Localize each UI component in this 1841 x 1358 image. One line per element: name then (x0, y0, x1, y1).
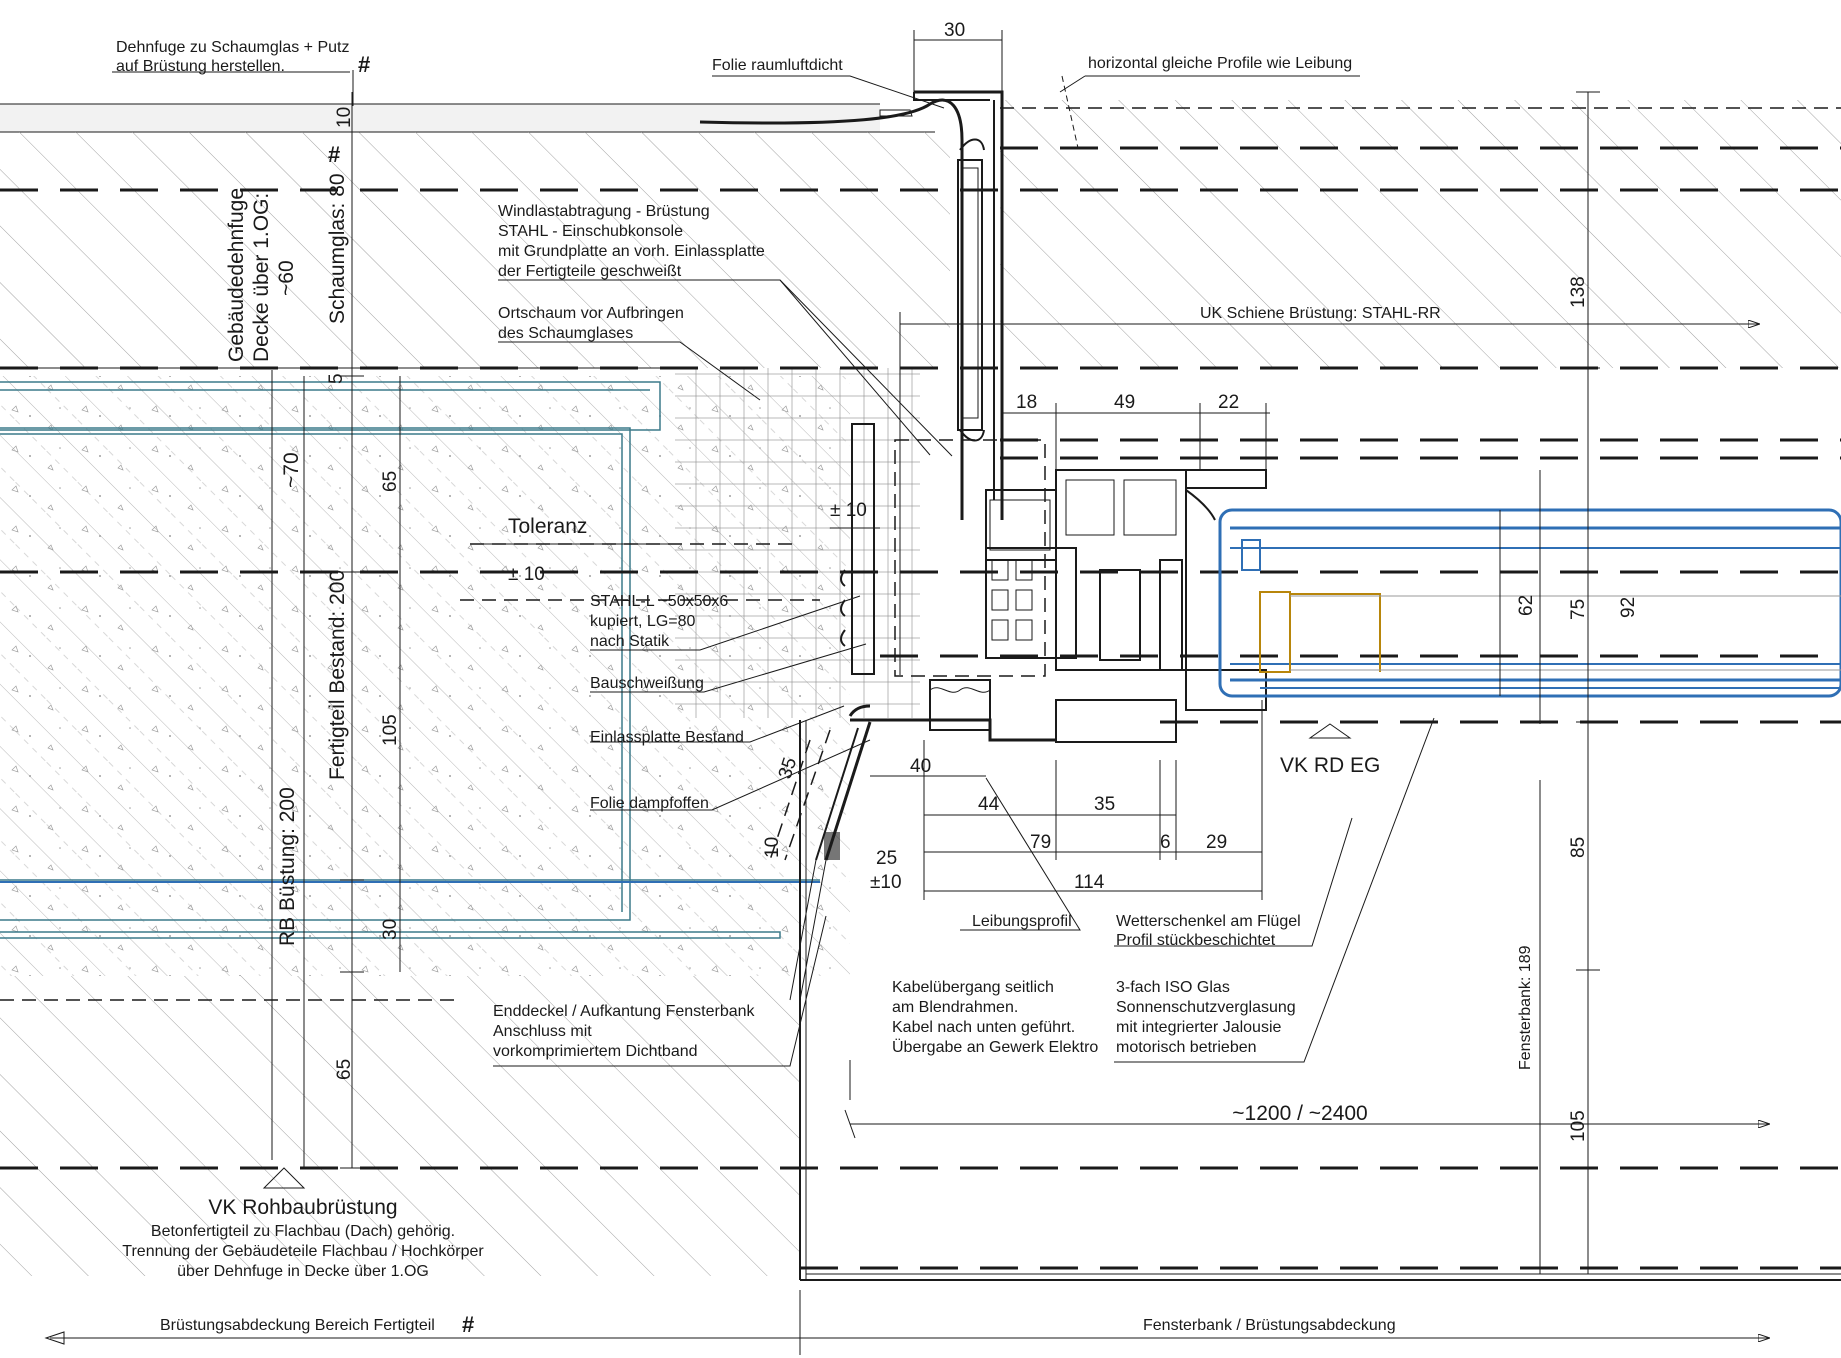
leader-lines (112, 71, 1435, 1100)
dim-62: 62 (1516, 595, 1537, 616)
dim-40: 40 (910, 756, 931, 777)
in-situ-foam (675, 368, 920, 718)
vertical-annotations: Gebäudedehnfuge Decke über 1.OG: ~60 Sch… (225, 173, 1534, 1070)
label-wetterschenkel-2: Profil stückbeschichtet (1116, 932, 1276, 949)
vlabel-gebaeude-1: Gebäudedehnfuge (225, 188, 248, 362)
label-uk-schiene: UK Schiene Brüstung: STAHL-RR (1200, 305, 1441, 322)
dim-tol-10-c: ±10 (870, 872, 902, 893)
label-ortschaum-1: Ortschaum vor Aufbringen (498, 305, 684, 322)
dim-44: 44 (978, 794, 1000, 815)
dim-79: 79 (1030, 832, 1051, 853)
hash-marker-bottom: # (462, 1312, 474, 1337)
vlabel-rb-buestung: RB Büstung: 200 (276, 787, 299, 946)
dim-30-top: 30 (944, 20, 965, 41)
dim-92: 92 (1618, 597, 1639, 618)
label-windlast-4: der Fertigteile geschweißt (498, 263, 682, 280)
label-beton-1: Betonfertigteil zu Flachbau (Dach) gehör… (151, 1223, 455, 1240)
label-dehnfuge-1: Dehnfuge zu Schaumglas + Putz (116, 39, 349, 56)
dim-105-a: 105 (380, 714, 401, 746)
label-stahl-l-1: STAHL-L ~50x50x6 (590, 593, 728, 610)
dimension-values: 30 10 5 65 105 30 65 18 49 22 138 62 75 … (326, 20, 1639, 1142)
dim-35: 35 (1094, 794, 1115, 815)
label-glas-1: 3-fach ISO Glas (1116, 979, 1230, 996)
label-fensterbank-abdeckung: Fensterbank / Brüstungsabdeckung (1143, 1317, 1396, 1334)
vlabel-gebaeude-2: Decke über 1.OG: (250, 193, 273, 362)
plaster-layer (0, 103, 935, 133)
dim-5: 5 (326, 373, 347, 384)
label-vk-rohbau: VK Rohbaubrüstung (208, 1196, 397, 1219)
reference-dash-lines (0, 107, 1841, 1270)
sill-upstand (769, 721, 872, 1001)
label-glas-2: Sonnenschutzverglasung (1116, 999, 1296, 1016)
label-kabel-4: Übergabe an Gewerk Elektro (892, 1038, 1098, 1056)
dim-22: 22 (1218, 392, 1239, 413)
hash-marker-top: # (358, 52, 370, 77)
lower-hatched-area (0, 976, 800, 1276)
blind-slats (1259, 591, 1381, 673)
dim-30-b: 30 (380, 919, 401, 940)
dim-105-b: 105 (1568, 1110, 1589, 1142)
label-dehnfuge-2: auf Brüstung herstellen. (116, 58, 285, 75)
dim-49: 49 (1114, 392, 1135, 413)
dim-6: 6 (1160, 832, 1171, 853)
label-stahl-l-2: kupiert, LG=80 (590, 613, 696, 630)
label-leibungsprofil: Leibungsprofil (972, 913, 1072, 930)
steel-bracket (840, 312, 1046, 677)
insulation-lines (0, 381, 820, 939)
triple-glazing (1218, 508, 1841, 698)
label-vk-rd-eg: VK RD EG (1280, 754, 1380, 777)
label-windlast-2: STAHL - Einschubkonsole (498, 223, 683, 240)
label-bauschweissung: Bauschweißung (590, 675, 704, 692)
label-span: ~1200 / ~2400 (1232, 1102, 1367, 1125)
label-enddeckel-2: Anschluss mit (493, 1023, 592, 1040)
hash-marker-mid: # (328, 142, 340, 167)
dim-85: 85 (1568, 837, 1589, 858)
label-folie-dampfoffen: Folie dampfoffen (590, 795, 709, 812)
dim-10-top: 10 (334, 107, 355, 128)
facade-profile (699, 90, 1004, 520)
label-stahl-l-3: nach Statik (590, 633, 670, 650)
vlabel-approx70: ~70 (280, 452, 303, 488)
label-enddeckel-1: Enddeckel / Aufkantung Fensterbank (493, 1003, 756, 1020)
label-folie-raumluftdicht: Folie raumluftdicht (712, 57, 843, 74)
label-wetterschenkel-1: Wetterschenkel am Flügel (1116, 913, 1301, 930)
label-ortschaum-2: des Schaumglases (498, 325, 633, 342)
dim-75: 75 (1568, 599, 1589, 620)
dim-18: 18 (1016, 392, 1037, 413)
dim-tol-10-a: ± 10 (830, 500, 867, 521)
label-windlast-3: mit Grundplatte an vorh. Einlassplatte (498, 243, 765, 260)
dim-65-a: 65 (380, 471, 401, 492)
label-horizontal-profile: horizontal gleiche Profile wie Leibung (1088, 55, 1352, 72)
dimension-lines (44, 30, 1770, 1355)
foam-glass-insulation (0, 100, 1841, 369)
label-beton-3: über Dehnfuge in Decke über 1.OG (177, 1263, 429, 1280)
window-frame (848, 469, 1267, 743)
label-glas-4: motorisch betrieben (1116, 1039, 1257, 1056)
dim-10-diag: 10 (762, 837, 783, 858)
dim-114: 114 (1074, 872, 1105, 893)
vlabel-schaumglas: Schaumglas: 80 (326, 173, 349, 324)
label-einlassplatte: Einlassplatte Bestand (590, 729, 744, 746)
label-toleranz: Toleranz (508, 515, 587, 538)
label-windlast-1: Windlastabtragung - Brüstung (498, 203, 710, 220)
dim-tol-10-b: ± 10 (508, 564, 545, 585)
annotations: Dehnfuge zu Schaumglas + Putz auf Brüstu… (116, 39, 1441, 1337)
vlabel-gebaeude-3: ~60 (275, 260, 298, 296)
label-enddeckel-3: vorkomprimiertem Dichtband (493, 1043, 698, 1060)
label-kabel-2: am Blendrahmen. (892, 999, 1018, 1016)
dim-138: 138 (1568, 276, 1589, 308)
label-kabel-1: Kabelübergang seitlich (892, 979, 1054, 996)
label-kabel-3: Kabel nach unten geführt. (892, 1019, 1075, 1036)
vlabel-fertigteil: Fertigteil Bestand: 200 (326, 570, 349, 780)
dim-65-b: 65 (334, 1059, 355, 1080)
dim-29: 29 (1206, 832, 1227, 853)
label-beton-2: Trennung der Gebäudeteile Flachbau / Hoc… (122, 1243, 484, 1260)
dim-25: 25 (876, 848, 897, 869)
vlabel-fensterbank: Fensterbank: 189 (1517, 945, 1534, 1070)
label-glas-3: mit integrierter Jalousie (1116, 1019, 1282, 1036)
label-bruestungsabdeckung: Brüstungsabdeckung Bereich Fertigteil (160, 1317, 435, 1334)
